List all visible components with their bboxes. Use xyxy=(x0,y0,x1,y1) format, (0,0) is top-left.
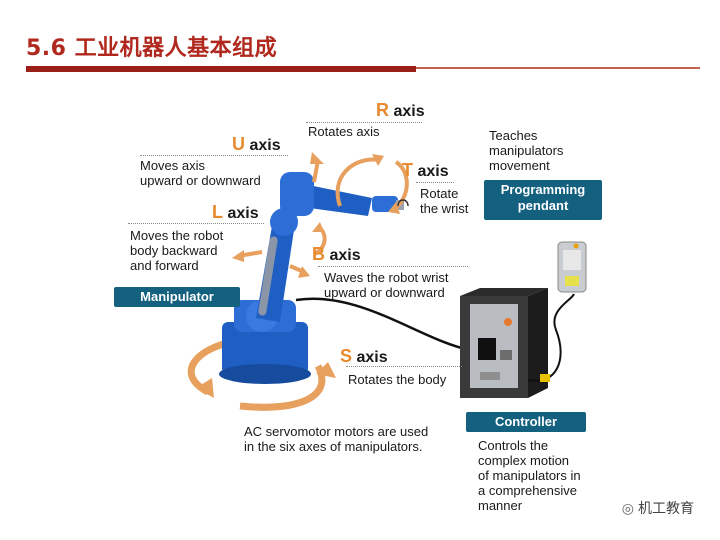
pendant-note: Teaches manipulators movement xyxy=(489,128,564,173)
b-axis-arrow xyxy=(312,222,327,256)
s-axis-description: Rotates the body xyxy=(348,372,447,387)
controller-note: Controls the complex motion of manipulat… xyxy=(478,438,581,513)
wechat-icon: ◎ xyxy=(621,501,634,517)
s-axis-leader xyxy=(346,366,462,367)
b-axis-word: axis xyxy=(329,247,361,264)
s-axis-word: axis xyxy=(356,349,388,366)
l-axis-arrow xyxy=(232,250,310,278)
controller-cabinet xyxy=(460,288,548,398)
r-axis-description: Rotates axis xyxy=(308,124,380,139)
slide-title: 5.6 工业机器人基本组成 xyxy=(26,36,278,61)
u-axis-word: axis xyxy=(249,137,281,154)
manipulator-label: Manipulator xyxy=(114,287,240,307)
b-axis-label: B axis xyxy=(312,244,361,265)
t-axis-word: axis xyxy=(417,163,449,180)
l-axis-label: L axis xyxy=(212,202,259,223)
watermark-text: 机工教育 xyxy=(638,501,694,517)
l-axis-description: Moves the robot body backward and forwar… xyxy=(130,228,224,273)
r-axis-label: R axis xyxy=(376,100,425,121)
l-axis-letter: L xyxy=(212,202,223,222)
u-axis-letter: U xyxy=(232,134,245,154)
t-axis-leader xyxy=(416,182,454,183)
controller-label: Controller xyxy=(466,412,586,432)
r-axis-letter: R xyxy=(376,100,389,120)
teach-pendant-device xyxy=(557,241,587,293)
programming-pendant-label: Programming pendant xyxy=(484,180,602,220)
title-rule-dark xyxy=(26,66,416,72)
t-axis-label: T axis xyxy=(402,160,449,181)
r-axis-leader xyxy=(306,122,422,123)
u-axis-label: U axis xyxy=(232,134,281,155)
s-axis-label: S axis xyxy=(340,346,388,367)
t-axis-arrow xyxy=(397,199,409,207)
l-axis-word: axis xyxy=(227,205,259,222)
u-axis-description: Moves axis upward or downward xyxy=(140,158,261,188)
t-axis-description: Rotate the wrist xyxy=(420,186,469,216)
s-axis-letter: S xyxy=(340,346,353,366)
u-axis-arrow xyxy=(310,152,324,183)
r-axis-rotation-arrow xyxy=(335,154,409,214)
b-axis-letter: B xyxy=(312,244,325,264)
r-axis-word: axis xyxy=(393,103,425,120)
title-rule-light xyxy=(416,67,700,69)
l-axis-leader xyxy=(128,223,264,224)
servomotor-note: AC servomotor motors are used in the six… xyxy=(244,424,429,454)
b-axis-leader xyxy=(318,266,468,267)
t-axis-letter: T xyxy=(402,160,413,180)
u-axis-leader xyxy=(140,155,288,156)
b-axis-description: Waves the robot wrist upward or downward xyxy=(324,270,449,300)
watermark: ◎机工教育 xyxy=(622,498,694,518)
robot-lower-arm xyxy=(256,208,298,322)
